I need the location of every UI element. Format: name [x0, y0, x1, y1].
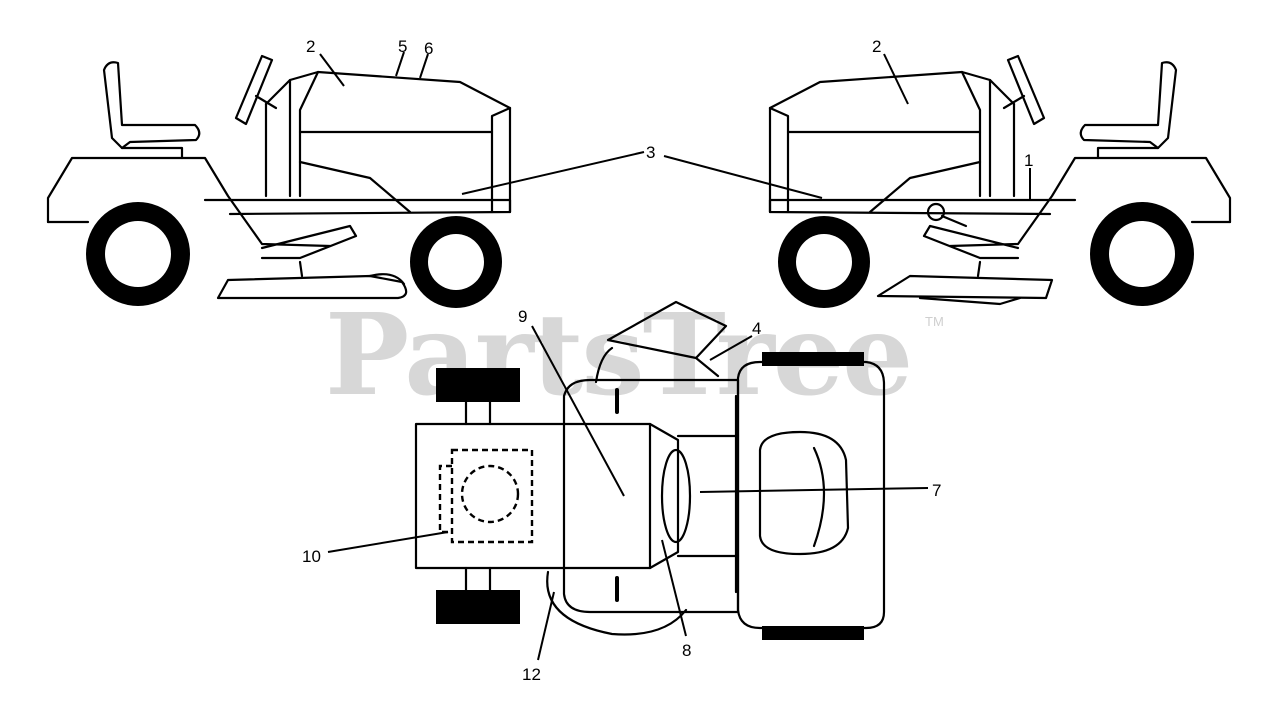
top-hood	[414, 422, 680, 570]
left-hood	[288, 70, 512, 214]
tractor-right-side-view	[768, 54, 1232, 308]
callout-10: 10	[302, 547, 321, 566]
top-rear-tire-lower	[762, 626, 864, 640]
right-rear-fender	[948, 156, 1232, 248]
right-steering-wheel	[1006, 54, 1046, 126]
top-discharge-chute	[606, 300, 728, 360]
callout-1: 1	[1024, 151, 1033, 170]
callout-5: 5	[398, 37, 407, 56]
right-lift-lever	[926, 202, 946, 222]
callout-3: 3	[646, 143, 655, 162]
callout-2-right: 2	[872, 37, 881, 56]
callout-9: 9	[518, 307, 527, 326]
right-seat	[1079, 61, 1178, 150]
left-rear-fender	[46, 156, 332, 248]
top-front-tire-lower	[436, 590, 520, 624]
callout-7: 7	[932, 481, 941, 500]
callout-4: 4	[752, 319, 761, 338]
left-steering-wheel	[234, 54, 274, 126]
tractor-left-side-view	[46, 54, 512, 308]
left-mower-deck	[216, 274, 408, 300]
left-seat	[102, 61, 201, 150]
top-seat	[758, 430, 850, 556]
callout-6: 6	[424, 39, 433, 58]
callout-numbers: 2 5 6 3 2 1 4 9 7 8 10 12	[302, 37, 1033, 684]
callout-2-left: 2	[306, 37, 315, 56]
top-front-tire-upper	[436, 368, 520, 402]
right-mower-deck	[876, 274, 1054, 300]
top-steering-wheel	[660, 448, 692, 544]
tractor-top-view	[414, 300, 886, 640]
top-decal-dashed-area	[450, 448, 534, 544]
top-center-body	[562, 378, 740, 614]
callout-12: 12	[522, 665, 541, 684]
trademark-mark: TM	[925, 314, 944, 329]
top-rear-tire-upper	[762, 352, 864, 366]
callout-8: 8	[682, 641, 691, 660]
callout-leaders	[319, 51, 1031, 661]
top-rear-fender	[736, 360, 886, 630]
right-hood	[768, 70, 992, 214]
